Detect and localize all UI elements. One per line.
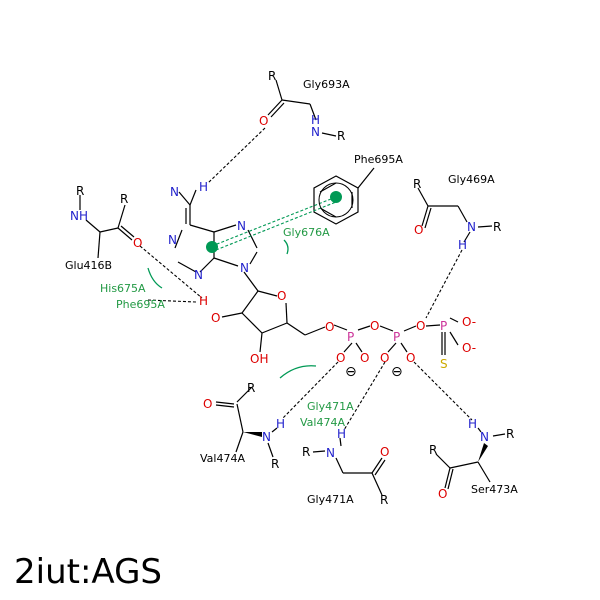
val474a-r: R [247,381,255,395]
val474a-o: O [203,397,212,411]
residue-bonds [79,79,506,496]
gly469a-r: R [413,177,421,191]
gly471a-r: R [302,445,310,459]
atom-p-gamma: P [440,319,447,333]
ser473a-n: N [480,430,489,444]
atom-o-bridge2: O [416,319,425,333]
gly469a-r2: R [493,220,501,234]
gly693a-n: N [311,125,320,139]
ligand-ring-centroid [206,241,218,253]
atom-h-amine: H [199,180,208,194]
label-val474a-hydrophobic: Val474A [300,416,345,429]
label-phe695a-hydrophobic: Phe695A [116,298,165,311]
page-title: 2iut:AGS [14,552,163,592]
hbond-ser473a [413,361,473,421]
glu416b-o: O [133,236,142,250]
label-val474a: Val474A [200,452,245,465]
atom-o-alpha2: O [360,351,369,365]
atom-n9: N [240,261,249,275]
gly471a-o: O [380,445,389,459]
label-his675a: His675A [100,282,146,295]
ser473a-r: R [429,443,437,457]
gly471a-h: H [337,427,346,441]
atom-n1: N [168,233,177,247]
val474a-r2: R [271,457,279,471]
atom-n7: N [237,219,246,233]
ser473a-h: H [468,417,477,431]
glu416b-r: R [76,184,84,198]
atom-n3: N [194,268,203,282]
ligand-atoms: N H N N N N O O H OH O P O P O P O O O O… [168,180,476,380]
atom-o-alpha1: O [336,351,345,365]
atom-o-beta2: O [406,351,415,365]
gly693a-r2: R [337,129,345,143]
atom-o-ring: O [277,289,286,303]
hbond-gly693a [207,127,266,184]
hbond-gly469a [425,249,463,319]
hbond-gly471a [343,361,386,431]
atom-o5: O [325,320,334,334]
label-phe695a: Phe695A [354,153,403,166]
ser473a-o: O [438,487,447,501]
label-gly469a: Gly469A [448,173,495,186]
charge-beta: ⊖ [391,364,403,380]
hbond-his675a [147,299,197,303]
phe695a-ring-centroid [330,191,342,203]
gly471a-n: N [326,446,335,460]
pi-stacking [206,182,354,253]
val474a-n: N [262,430,271,444]
glu416b-r2: R [120,192,128,206]
atom-o-bridge1: O [370,319,379,333]
atom-o-beta1: O [380,351,389,365]
atom-o2: O [211,311,220,325]
residue-atoms: R O H N R R NH R O R O N H R R O N H R R… [70,69,514,507]
gly693a-h: H [311,113,320,127]
hydrophobic-arc-his675a [147,267,163,289]
atom-p-beta: P [393,330,400,344]
atom-n-amine: N [170,185,179,199]
label-gly471a: Gly471A [307,493,354,506]
gly693a-o: O [259,114,268,128]
hydrogen-bonds [139,127,473,431]
ser473a-r2: R [506,427,514,441]
hydrophobic-arc-gly471a [279,365,317,379]
hbond-glu416b [139,245,203,299]
label-glu416b: Glu416B [65,259,112,272]
atom-o-gamma1: O- [462,315,476,329]
gly469a-o: O [414,223,423,237]
atom-o-gamma2: O- [462,341,476,355]
hbond-val474a [282,361,339,419]
label-gly471a-hydrophobic: Gly471A [307,400,354,413]
label-gly676a: Gly676A [283,226,330,239]
gly469a-n: N [467,220,476,234]
gly471a-r2: R [380,493,388,507]
atom-o3-hydroxyl: OH [250,352,268,366]
label-ser473a: Ser473A [471,483,518,496]
hydrophobic-arc-gly676a [283,239,289,255]
atom-s-thio: S [440,357,448,371]
gly693a-r: R [268,69,276,83]
label-gly693a: Gly693A [303,78,350,91]
charge-alpha: ⊖ [345,364,357,380]
hydrophobic-contacts [147,239,317,379]
glu416b-nh: NH [70,209,88,223]
residue-labels: Gly693A Phe695A Gly469A Glu416B Val474A … [65,78,518,506]
gly469a-h: H [458,238,467,252]
val474a-h: H [276,417,285,431]
atom-p-alpha: P [347,330,354,344]
ligand-bonds [174,205,459,355]
atom-h-o2: H [199,294,208,308]
